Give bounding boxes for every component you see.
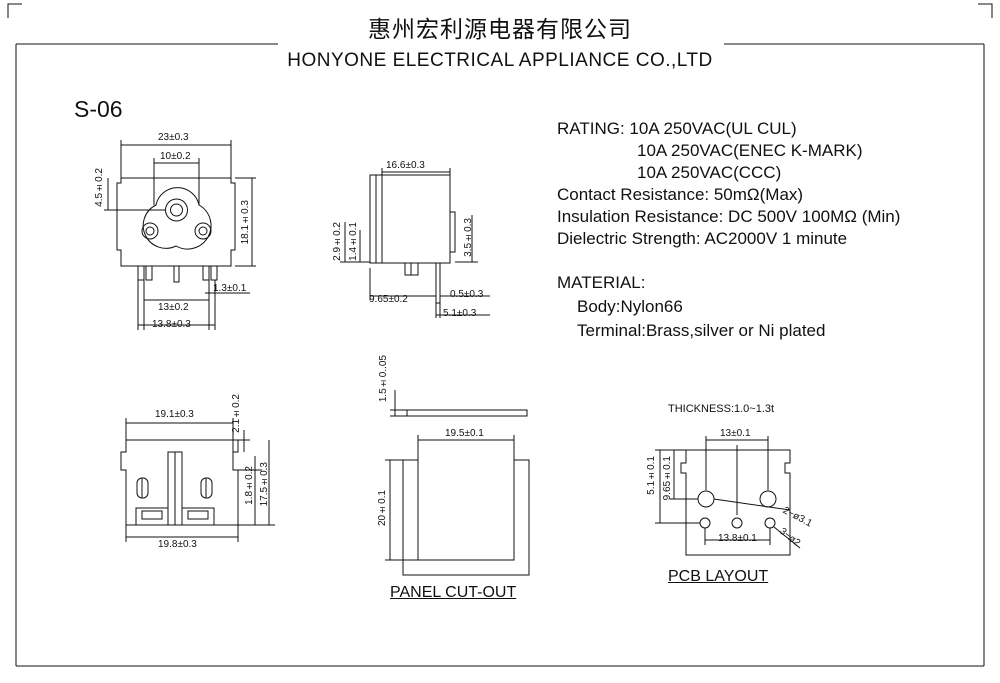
dim-side-965: 9.65±0.2 — [369, 294, 408, 305]
drawing-frame — [7, 3, 993, 667]
dim-side-51: 5.1±0.3 — [443, 308, 477, 319]
caption-pcb-layout: PCB LAYOUT — [668, 568, 769, 585]
dim-front-pin-width: 1.3±0.1 — [213, 283, 247, 294]
rating-ccc: 10A 250VAC(CCC) — [637, 163, 782, 182]
dim-front-pins-138: 13.8±0.3 — [152, 319, 191, 330]
rating-ul: RATING: 10A 250VAC(UL CUL) — [557, 119, 797, 138]
dim-side-29: 2.9±0.2 — [332, 222, 343, 261]
model-number: S-06 — [74, 96, 123, 122]
material-body: Body:Nylon66 — [577, 297, 683, 316]
specifications: RATING: 10A 250VAC(UL CUL) 10A 250VAC(EN… — [557, 118, 900, 250]
dim-front-socket: 10±0.2 — [160, 151, 191, 162]
material-block: MATERIAL: Body:Nylon66 Terminal:Brass,si… — [557, 271, 825, 343]
socket-outline — [142, 187, 212, 250]
dim-bottom-175: 17.5±0.3 — [259, 462, 270, 507]
material-terminal: Terminal:Brass,silver or Ni plated — [577, 321, 826, 340]
dielectric-strength: Dielectric Strength: AC2000V 1 minute — [557, 229, 848, 248]
dim-pcb-138: 13.8±0.1 — [718, 533, 757, 544]
dim-front-width: 23±0.3 — [158, 132, 189, 143]
company-name-english: HONYONE ELECTRICAL APPLIANCE CO.,LTD — [287, 50, 713, 71]
material-title: MATERIAL: — [557, 273, 646, 292]
dim-front-pins-13: 13±0.2 — [158, 302, 189, 313]
rating-enec: 10A 250VAC(ENEC K-MARK) — [637, 141, 863, 160]
dim-front-top: 4.5±0.2 — [94, 168, 105, 207]
caption-panel-cutout: PANEL CUT-OUT — [390, 584, 517, 601]
dim-side-depth: 16.6±0.3 — [386, 160, 425, 171]
dim-bottom-191: 19.1±0.3 — [155, 409, 194, 420]
dim-bottom-198: 19.8±0.3 — [158, 539, 197, 550]
front-view — [104, 140, 256, 330]
dim-side-35: 3.5±0.3 — [463, 218, 474, 257]
panel-cutout — [385, 390, 530, 576]
company-name-chinese: 惠州宏利源电器有限公司 — [368, 17, 632, 43]
dim-bottom-18: 1.8±0.2 — [244, 466, 255, 505]
pcb-thickness: THICKNESS:1.0~1.3t — [668, 403, 775, 415]
dim-front-height: 18.1±0.3 — [240, 200, 251, 245]
dim-bottom-21: 2.1±0.2 — [231, 394, 242, 433]
dim-pcb-13: 13±0.1 — [720, 428, 751, 439]
dim-pcb-965: 9.65±0.1 — [662, 456, 673, 501]
dim-side-14: 1.4±0.1 — [348, 222, 359, 261]
bottom-view — [120, 418, 275, 542]
insulation-resistance: Insulation Resistance: DC 500V 100MΩ (Mi… — [557, 207, 901, 226]
dim-pcb-51: 5.1±0.1 — [646, 456, 657, 495]
dim-side-05: 0.5±0.3 — [450, 289, 484, 300]
dim-panel-width: 19.5±0.1 — [445, 428, 484, 439]
dim-panel-thickness: 1.5±0..05 — [378, 355, 389, 403]
contact-resistance: Contact Resistance: 50mΩ(Max) — [557, 185, 804, 204]
pcb-layout — [655, 436, 801, 556]
dim-panel-height: 20±0.1 — [377, 490, 388, 527]
side-view — [340, 168, 490, 318]
